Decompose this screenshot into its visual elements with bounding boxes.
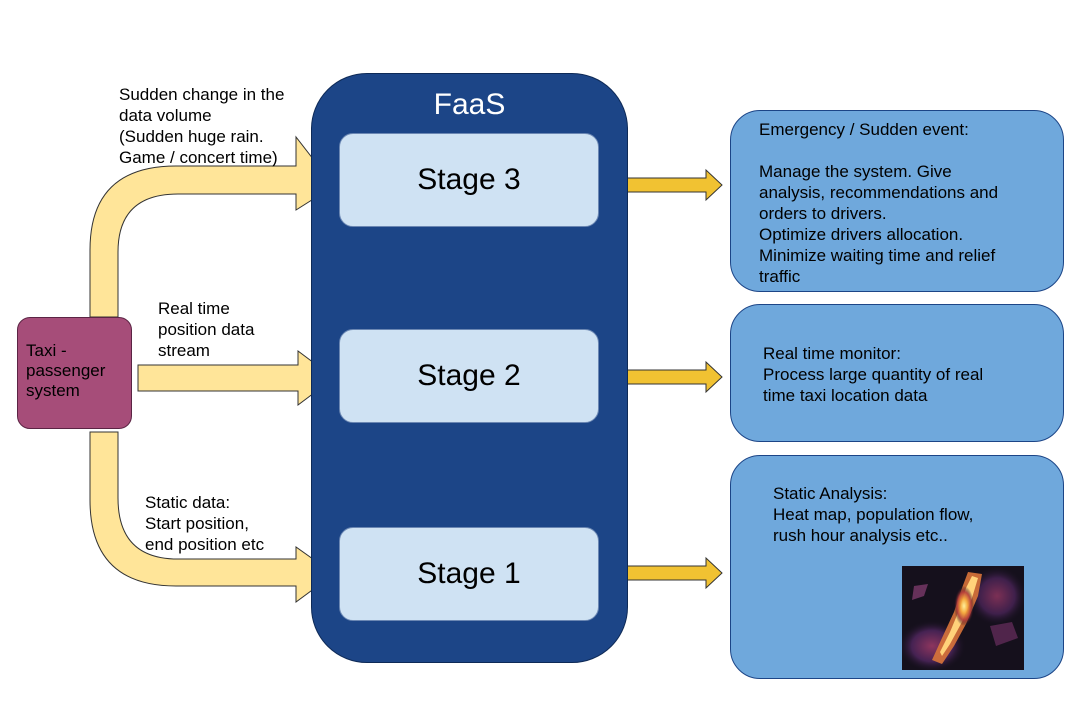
stage-1-label: Stage 1 xyxy=(417,557,521,590)
output-box-monitor: Real time monitor: Process large quantit… xyxy=(730,304,1064,442)
emergency-line: Optimize drivers allocation. xyxy=(759,225,964,244)
input-label-line: end position etc xyxy=(145,535,265,554)
emergency-line xyxy=(759,140,1063,161)
emergency-line: Minimize waiting time and relief xyxy=(759,246,996,265)
emergency-line: Emergency / Sudden event: xyxy=(759,120,969,139)
emergency-line: Manage the system. Give xyxy=(759,162,952,181)
input-label-line: Static data: xyxy=(145,493,231,512)
taxi-line-1: Taxi - xyxy=(26,341,67,360)
static-analysis-line: Heat map, population flow, xyxy=(773,505,974,524)
heat-map-thumbnail xyxy=(902,566,1024,670)
static-analysis-line: rush hour analysis etc.. xyxy=(773,526,948,545)
input-label-line: Game / concert time) xyxy=(119,148,278,167)
input-label-sudden-change: Sudden change in the data volume (Sudden… xyxy=(119,84,284,168)
monitor-line: Process large quantity of real xyxy=(763,365,984,384)
input-label-line: Sudden change in the xyxy=(119,85,285,104)
monitor-line: Real time monitor: xyxy=(763,344,901,363)
taxi-line-2: passenger xyxy=(26,361,106,380)
emergency-line: orders to drivers. xyxy=(759,204,887,223)
input-label-line: Start position, xyxy=(145,514,249,533)
static-analysis-line: Static Analysis: xyxy=(773,484,888,503)
input-label-real-time: Real time position data stream xyxy=(158,298,254,361)
input-label-line: stream xyxy=(158,341,210,360)
output-box-emergency: Emergency / Sudden event: Manage the sys… xyxy=(730,110,1064,292)
emergency-line: traffic xyxy=(759,267,801,286)
input-label-line: Real time xyxy=(158,299,230,318)
stage-2-label: Stage 2 xyxy=(417,359,521,392)
input-label-line: data volume xyxy=(119,106,212,125)
input-label-static-data: Static data: Start position, end positio… xyxy=(145,492,264,555)
taxi-line-3: system xyxy=(26,381,80,400)
input-label-line: (Sudden huge rain. xyxy=(119,127,264,146)
stage-3-box: Stage 3 xyxy=(339,133,599,227)
stage-3-label: Stage 3 xyxy=(417,163,521,196)
emergency-line: analysis, recommendations and xyxy=(759,183,999,202)
faas-title: FaaS xyxy=(433,88,506,121)
stage-1-box: Stage 1 xyxy=(339,527,599,621)
taxi-passenger-system-box: Taxi - passenger system xyxy=(17,317,132,429)
input-label-line: position data xyxy=(158,320,255,339)
monitor-line: time taxi location data xyxy=(763,386,928,405)
stage-2-box: Stage 2 xyxy=(339,329,599,423)
